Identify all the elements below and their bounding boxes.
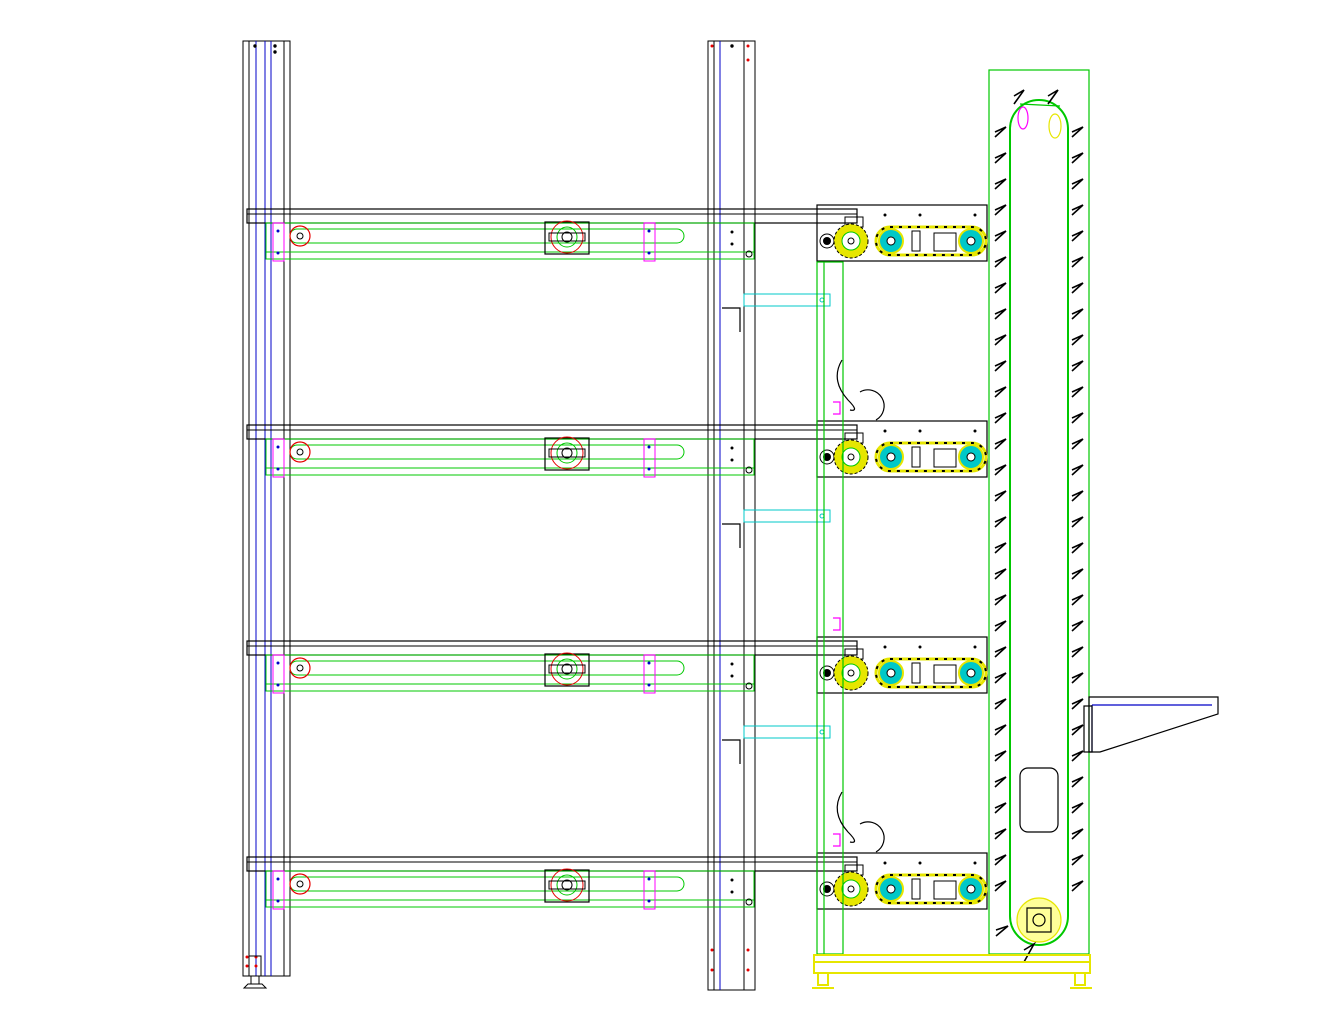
base-frame	[812, 954, 1092, 989]
sensor-hooks	[833, 359, 885, 853]
left-column	[242, 40, 291, 989]
column-brackets	[722, 307, 741, 764]
discharge-chute	[1083, 696, 1219, 753]
